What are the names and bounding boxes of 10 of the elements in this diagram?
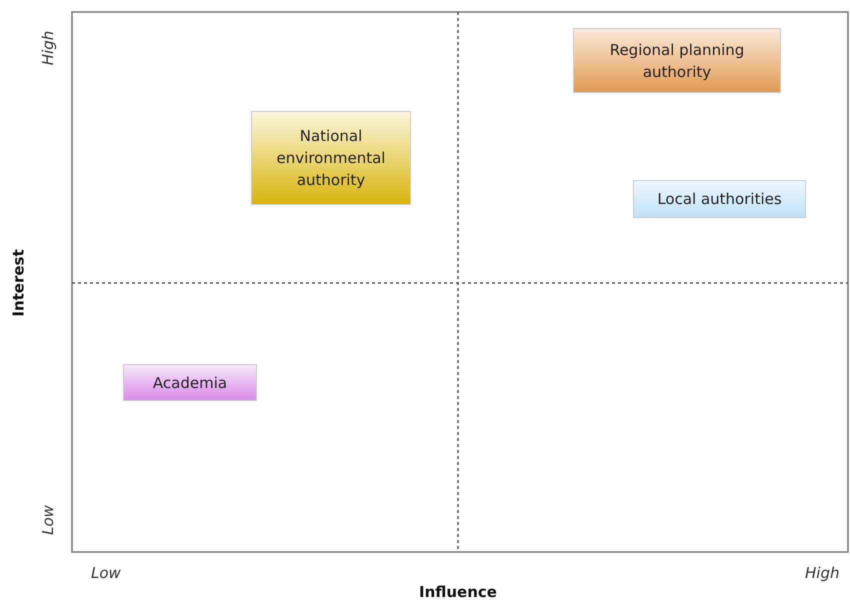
stakeholder-box: Local authorities (633, 180, 806, 218)
stakeholder-box: Regional planning authority (573, 28, 781, 93)
axis-label: Low (91, 564, 121, 582)
axis-label: Low (38, 505, 57, 535)
stakeholder-box: National environmental authority (251, 111, 411, 205)
axis-label: High (39, 30, 58, 66)
axis-title: Influence (419, 583, 497, 600)
axis-label: High (805, 564, 840, 582)
stakeholder-box: Academia (123, 364, 257, 401)
axis-title: Interest (9, 249, 28, 317)
